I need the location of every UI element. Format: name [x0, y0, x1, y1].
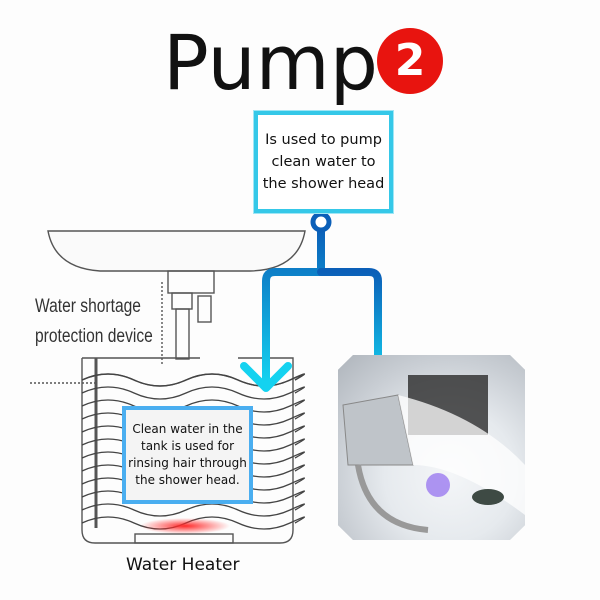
- water-wave: [81, 399, 305, 413]
- step-badge: 2: [377, 28, 443, 94]
- water-heater-label: Water Heater: [126, 555, 240, 575]
- water-wave: [81, 503, 305, 517]
- shower-head-photo: [338, 355, 525, 540]
- basin: [47, 230, 306, 365]
- heat-glow: [140, 518, 230, 534]
- connector-node: [310, 211, 332, 233]
- water-wave: [81, 386, 305, 400]
- tank-description-box: Clean water in the tank is used for rins…: [122, 406, 253, 504]
- pump-description: Is used to pump clean water to the showe…: [262, 132, 385, 192]
- water-shortage-label: Water shortage protection device: [35, 296, 153, 347]
- pump-description-box: Is used to pump clean water to the showe…: [254, 111, 393, 213]
- page-title: Pump: [163, 18, 378, 107]
- water-wave: [81, 373, 305, 387]
- water-wave: [81, 516, 305, 530]
- tank-description: Clean water in the tank is used for rins…: [128, 422, 247, 487]
